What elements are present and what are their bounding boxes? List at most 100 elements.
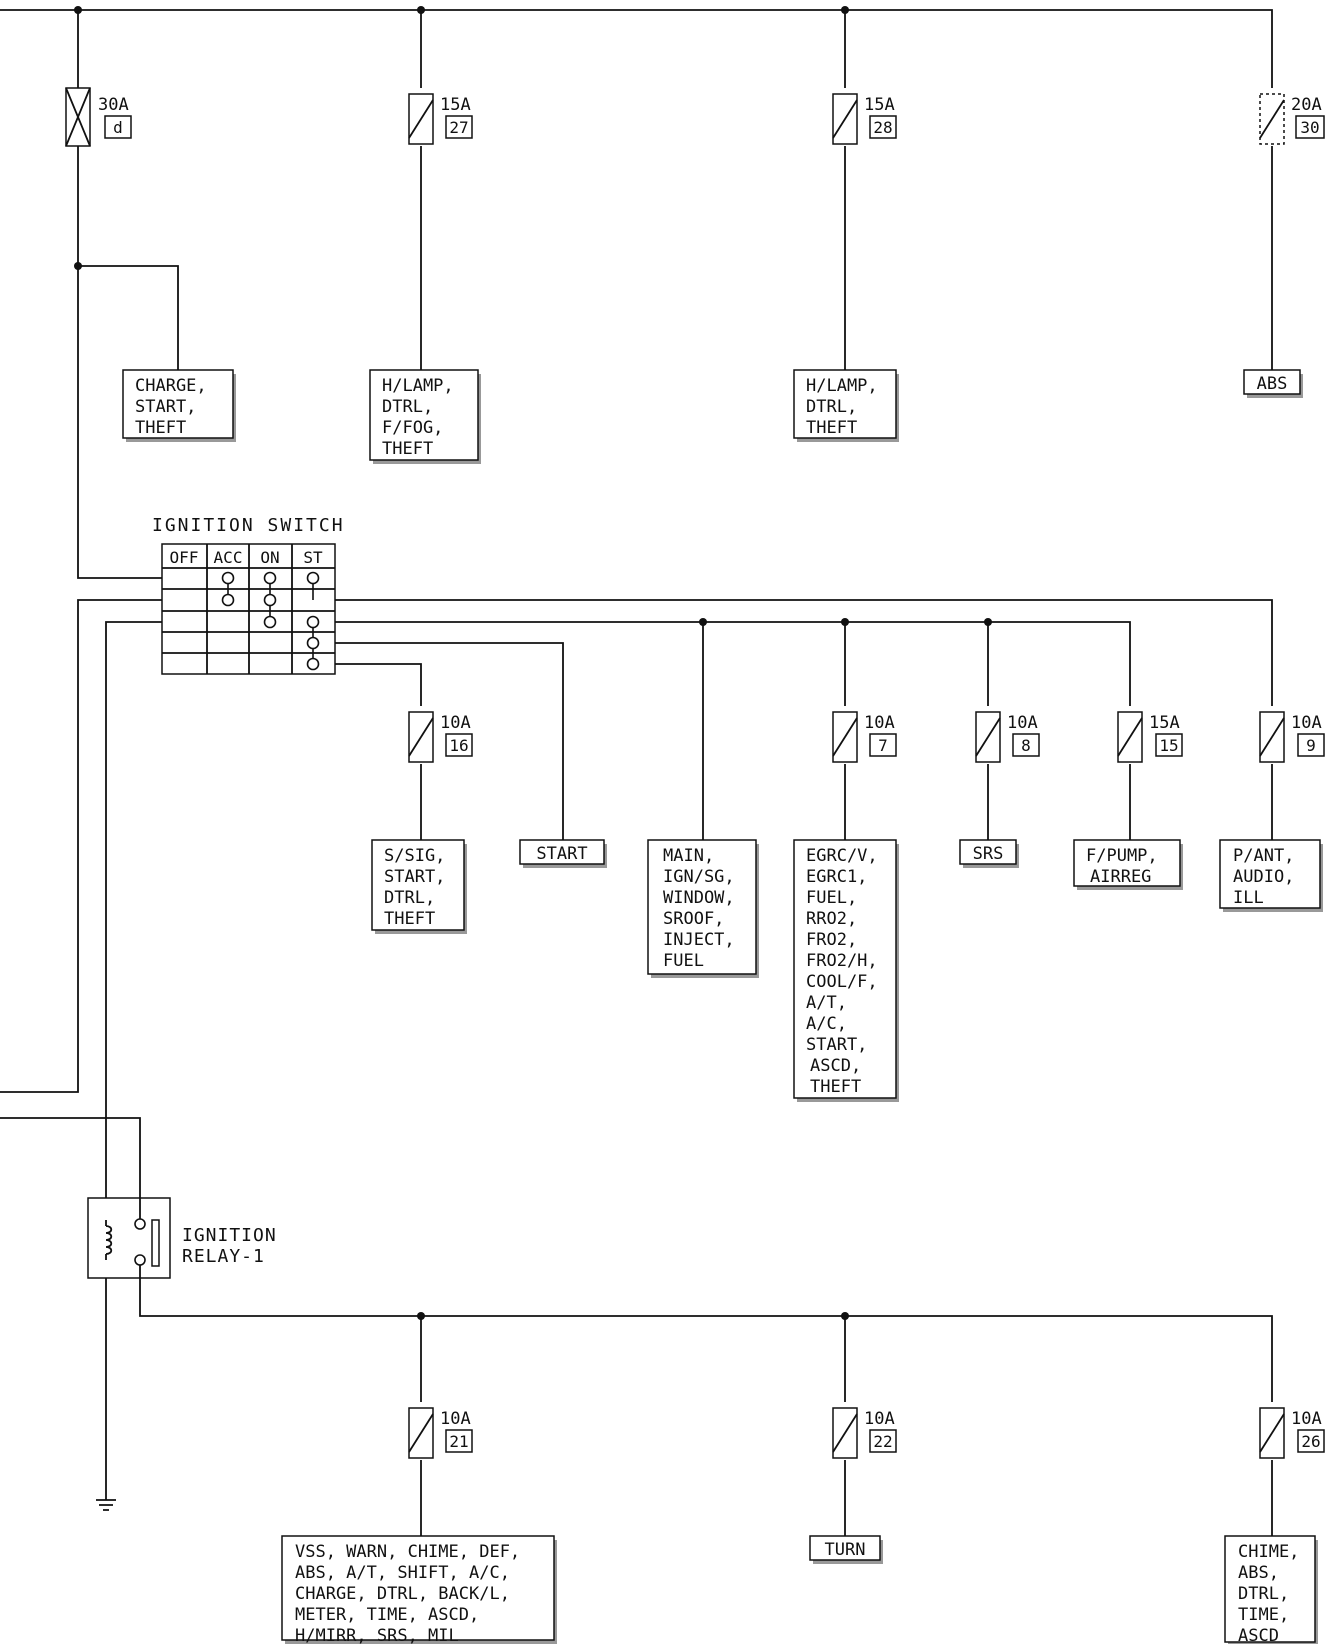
fuse-rating: 10A	[1291, 1409, 1322, 1429]
circuit-line: S/SIG,	[384, 846, 445, 866]
switch-position-acc: ACC	[214, 548, 243, 567]
circuit-box-srs: SRS	[959, 839, 1019, 868]
svg-text:P/ANT,AUDIO,ILL: P/ANT,AUDIO,ILL	[1233, 846, 1294, 908]
circuit-line: A/C,	[806, 1014, 847, 1034]
relay-output-bus-wire	[139, 1246, 1273, 1402]
circuit-line: START,	[135, 397, 196, 417]
circuit-line: ASCD,	[810, 1056, 861, 1076]
circuit-line: COOL/F,	[806, 972, 878, 992]
fuse-21: 10A 21	[408, 1407, 473, 1459]
svg-text:S/SIG,START,DTRL,THEFT: S/SIG,START,DTRL,THEFT	[384, 846, 445, 929]
switch-position-on: ON	[260, 548, 279, 567]
circuit-box-ssig: S/SIG,START,DTRL,THEFT	[371, 839, 467, 934]
relay-label-line: IGNITION	[182, 1225, 277, 1246]
fuse-rating: 15A	[1149, 713, 1180, 733]
circuit-line: METER, TIME, ASCD,	[295, 1605, 479, 1625]
circuit-line: THEFT	[384, 909, 435, 929]
fuse-30: 20A 30	[1259, 93, 1325, 145]
ign-on-bus-wire	[335, 599, 1273, 706]
circuit-box-turn: TURN	[809, 1535, 883, 1564]
circuit-box-main: MAIN,IGN/SG,WINDOW,SROOF,INJECT,FUEL	[647, 839, 759, 978]
fuse-rating: 10A	[864, 1409, 895, 1429]
circuit-line: THEFT	[382, 439, 433, 459]
circuit-line: MAIN,	[663, 846, 714, 866]
circuit-line: THEFT	[806, 418, 857, 438]
circuit-line: WINDOW,	[663, 888, 735, 908]
circuit-line: SROOF,	[663, 909, 724, 929]
wires	[0, 9, 1273, 1536]
relay-contact-icon	[134, 1218, 146, 1230]
switch-position-st: ST	[303, 548, 323, 567]
circuit-box-egrc: EGRC/V,EGRC1,FUEL,RRO2,FRO2,FRO2/H,COOL/…	[793, 839, 899, 1102]
circuit-line: H/MIRR, SRS, MIL	[295, 1626, 459, 1644]
fuse-22: 10A 22	[832, 1407, 897, 1459]
fuse-9: 10A 9	[1259, 711, 1325, 763]
fuse-number: 21	[449, 1432, 468, 1451]
circuit-line: VSS, WARN, CHIME, DEF,	[295, 1542, 520, 1562]
relay-label-line: RELAY-1	[182, 1246, 265, 1267]
top-bus-wire	[0, 9, 1273, 88]
circuit-box-abs: ABS	[1243, 369, 1303, 398]
circuit-line: ASCD	[1238, 1626, 1279, 1644]
circuit-line: F/FOG,	[382, 418, 443, 438]
fuse-number: 8	[1021, 736, 1031, 755]
switch-contacts	[221, 571, 320, 671]
circuit-line: A/T,	[806, 993, 847, 1013]
circuit-line: H/LAMP,	[382, 376, 454, 396]
svg-text:CHARGE,START,THEFT: CHARGE,START,THEFT	[135, 376, 207, 438]
fuse-rating: 20A	[1291, 95, 1322, 115]
circuit-box-charge-start-theft: CHARGE,START,THEFT	[122, 369, 236, 442]
circuit-line: FUEL	[663, 951, 704, 971]
fuse-rating: 10A	[440, 1409, 471, 1429]
circuit-line: DTRL,	[382, 397, 433, 417]
fuse-15: 15A 15	[1117, 711, 1183, 763]
svg-text:MAIN,IGN/SG,WINDOW,SROOF,INJEC: MAIN,IGN/SG,WINDOW,SROOF,INJECT,FUEL	[663, 846, 735, 971]
circuit-box-chime: CHIME,ABS,DTRL,TIME,ASCD	[1224, 1535, 1318, 1644]
ground-symbol	[96, 1499, 116, 1511]
circuit-line: START	[536, 844, 587, 864]
fuse-27: 15A 27	[408, 93, 473, 145]
fuse-16: 10A 16	[408, 711, 473, 763]
circuit-line: CHIME,	[1238, 1542, 1299, 1562]
fuse-number: 30	[1300, 118, 1319, 137]
circuit-line: AIRREG	[1090, 867, 1151, 887]
ignition-switch-title: IGNITION SWITCH	[152, 515, 345, 536]
svg-text:H/LAMP,DTRL,THEFT: H/LAMP,DTRL,THEFT	[806, 376, 878, 438]
fuse-number: 16	[449, 736, 468, 755]
relay-coil-feed-wire	[105, 621, 162, 1500]
circuit-line: THEFT	[810, 1077, 861, 1097]
circuit-line: START,	[384, 867, 445, 887]
svg-text:H/LAMP,DTRL,F/FOG,THEFT: H/LAMP,DTRL,F/FOG,THEFT	[382, 376, 454, 459]
circuit-box-fpump: F/PUMP,AIRREG	[1073, 839, 1183, 890]
circuit-line: FRO2/H,	[806, 951, 878, 971]
fuse-rating: 15A	[440, 95, 471, 115]
circuit-line: EGRC/V,	[806, 846, 878, 866]
fuse-rating: 10A	[1007, 713, 1038, 733]
svg-text:CHIME,ABS,DTRL,TIME,ASCD: CHIME,ABS,DTRL,TIME,ASCD	[1238, 1542, 1299, 1644]
fuse-rating: 10A	[864, 713, 895, 733]
switch-left-return-wire	[0, 599, 162, 1093]
fuse-rating: 10A	[1291, 713, 1322, 733]
fuse-number: 7	[878, 736, 888, 755]
fuse-26: 10A 26	[1259, 1407, 1325, 1459]
circuit-line: CHARGE, DTRL, BACK/L,	[295, 1584, 510, 1604]
circuit-line: RRO2,	[806, 909, 857, 929]
switch-position-off: OFF	[170, 548, 199, 567]
circuit-line: TIME,	[1238, 1605, 1289, 1625]
fuse-number: 26	[1301, 1432, 1320, 1451]
fuse-number: 15	[1159, 736, 1178, 755]
circuit-box-hlamp-ffog: H/LAMP,DTRL,F/FOG,THEFT	[369, 369, 481, 464]
circuit-line: IGN/SG,	[663, 867, 735, 887]
svg-text:F/PUMP,AIRREG: F/PUMP,AIRREG	[1086, 846, 1158, 887]
fuse-8: 10A 8	[975, 711, 1040, 763]
fuse-number: 22	[873, 1432, 892, 1451]
circuit-line: F/PUMP,	[1086, 846, 1158, 866]
fuse-7: 10A 7	[832, 711, 897, 763]
circuit-line: FUEL,	[806, 888, 857, 908]
circuit-line: DTRL,	[384, 888, 435, 908]
svg-text:VSS, WARN, CHIME, DEF,ABS, A/T: VSS, WARN, CHIME, DEF,ABS, A/T, SHIFT, A…	[295, 1542, 520, 1644]
circuit-line: THEFT	[135, 418, 186, 438]
